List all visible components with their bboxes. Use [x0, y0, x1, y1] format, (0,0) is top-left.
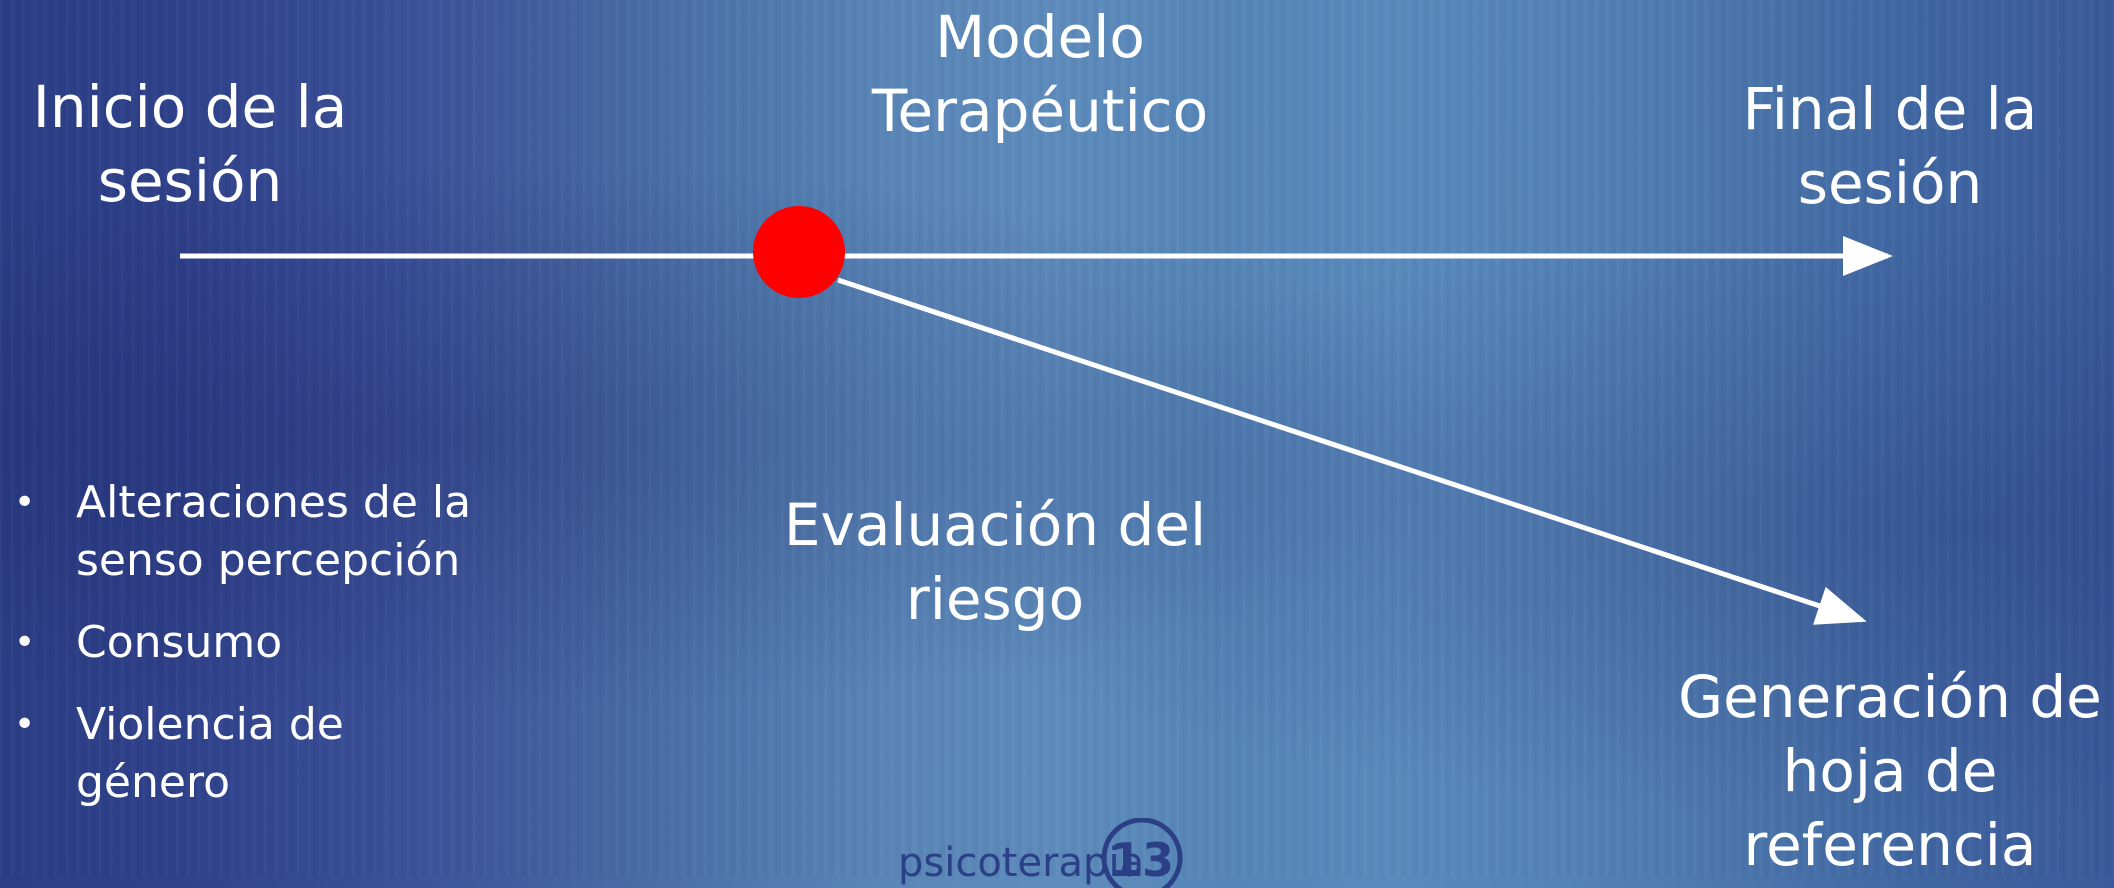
list-item: • Alteraciones de la senso percepción — [14, 474, 471, 590]
referral-label: Generación de hoja de referencia — [1678, 663, 2102, 879]
risk-label: Evaluación del riesgo — [783, 491, 1207, 633]
logo-circle-icon — [1101, 818, 1183, 888]
logo-number: 13 — [1110, 833, 1174, 887]
risk-branch-arrow — [837, 277, 1867, 625]
list-item-text: Violencia de género — [76, 699, 344, 808]
start-label: Inicio de la sesión — [32, 73, 348, 215]
list-item: • Violencia de género — [14, 696, 471, 812]
model-label: Modelo Terapéutico — [871, 3, 1209, 145]
end-label: Final de la sesión — [1742, 75, 2038, 217]
risk-factors-list: • Alteraciones de la senso percepción • Co… — [14, 474, 471, 836]
psicoterapia-logo: psicoterapia 13 — [898, 818, 1183, 888]
list-item-text: Alteraciones de la senso percepción — [76, 477, 472, 586]
bullet-icon: • — [14, 704, 36, 745]
model-node-dot — [753, 206, 845, 298]
list-item: • Consumo — [14, 614, 471, 672]
bullet-icon: • — [14, 482, 36, 523]
list-item-text: Consumo — [76, 617, 283, 668]
bullet-icon: • — [14, 622, 36, 663]
